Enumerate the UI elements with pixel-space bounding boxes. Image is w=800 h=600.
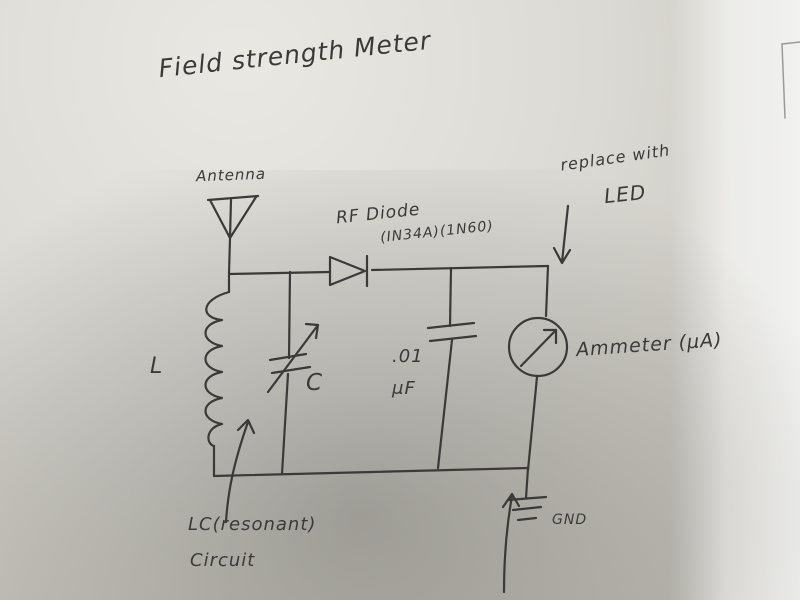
paper-edge (670, 0, 800, 600)
variable-capacitor (266, 270, 320, 476)
bottom-wire (212, 466, 530, 478)
cap-value-label: .01 (392, 346, 424, 367)
top-wire (227, 264, 550, 276)
inductor-label: L (150, 354, 164, 379)
lc-note-line2: Circuit (190, 550, 256, 571)
fixed-capacitor (426, 266, 478, 470)
replace-arrow (552, 204, 572, 265)
ammeter-symbol (507, 264, 569, 472)
notebook-marks (781, 41, 800, 119)
rf-diode (328, 254, 369, 288)
antenna-label: Antenna (195, 164, 267, 186)
lc-note-line1: LC(resonant) (188, 514, 317, 535)
cap-unit-label: μF (392, 378, 416, 399)
replace-note-line2: LED (602, 179, 648, 209)
gnd-arrow (501, 492, 521, 594)
inductor-coil (204, 272, 231, 478)
ground-symbol (506, 466, 548, 522)
photo-shadow (0, 170, 800, 600)
antenna-symbol (206, 194, 260, 276)
gnd-label: GND (552, 512, 588, 528)
capacitor-label: C (306, 370, 324, 396)
lc-arrow (224, 418, 256, 524)
